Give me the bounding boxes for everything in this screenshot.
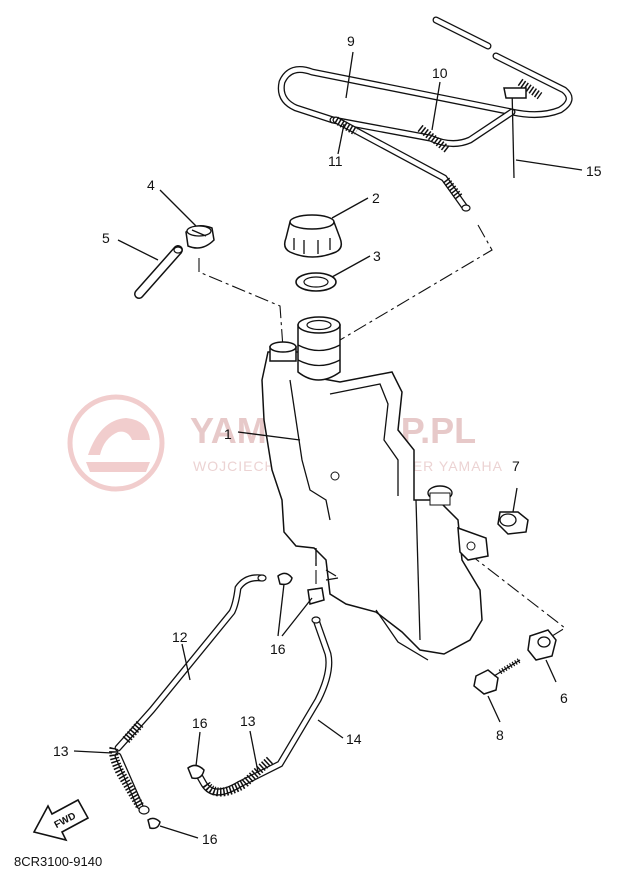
overflow-hose	[192, 616, 333, 797]
callout-16-middle: 16	[192, 715, 208, 731]
callout-12: 12	[172, 629, 188, 645]
collar	[527, 629, 557, 661]
mounting-grommet	[497, 511, 529, 535]
tank-breather-hose	[332, 116, 471, 212]
callout-4: 4	[147, 177, 155, 193]
callout-13-left: 13	[53, 743, 69, 759]
callout-1: 1	[224, 426, 232, 442]
callout-8: 8	[496, 727, 504, 743]
callout-10: 10	[432, 65, 448, 81]
cap-gasket	[295, 272, 337, 292]
tank-nipple	[269, 341, 297, 362]
callout-2: 2	[372, 190, 380, 206]
hose-clip	[503, 87, 527, 179]
callout-7: 7	[512, 458, 520, 474]
drain-hose	[109, 574, 267, 815]
breather-cap	[185, 225, 215, 249]
reservoir-tank	[261, 351, 489, 661]
callout-9: 9	[347, 33, 355, 49]
reservoir-cap	[283, 214, 343, 258]
callout-16-top: 16	[270, 641, 286, 657]
callout-labels: 1 2 3 4 5 6 7 8 9 10 11 12 13 13 14 15 1…	[53, 33, 602, 847]
fwd-arrow: FWD	[32, 798, 90, 842]
watermark-logo	[67, 394, 165, 492]
leader-lines	[73, 51, 583, 839]
callout-11: 11	[328, 153, 343, 169]
callout-5: 5	[102, 230, 110, 246]
filler-neck	[297, 316, 341, 381]
figure-code: 8CR3100-9140	[14, 854, 102, 869]
callout-15: 15	[586, 163, 602, 179]
breather-pipe	[134, 245, 183, 299]
bolt	[473, 657, 522, 695]
callout-6: 6	[560, 690, 568, 706]
breather-hose	[277, 52, 573, 154]
callout-16-bottom: 16	[202, 831, 218, 847]
upper-hose	[432, 16, 492, 50]
callout-3: 3	[373, 248, 381, 264]
callout-13-right: 13	[240, 713, 256, 729]
callout-14: 14	[346, 731, 362, 747]
hose-clamp	[147, 572, 325, 830]
